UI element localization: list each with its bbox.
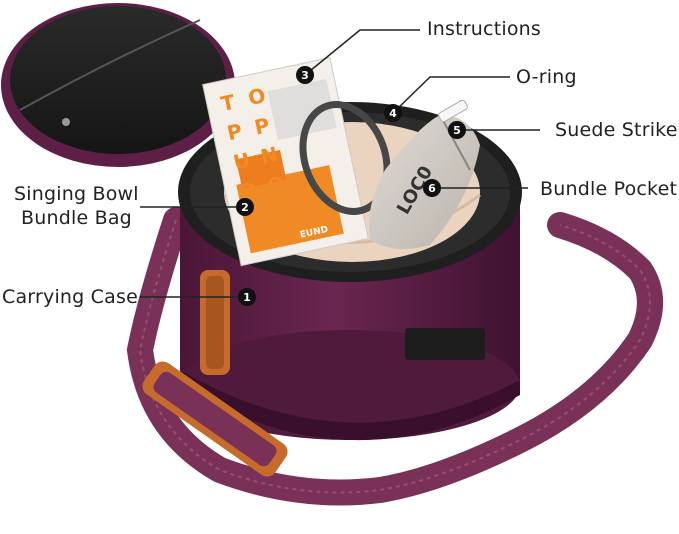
front-handle[interactable]: [139, 358, 292, 481]
label-bundle-pocket: Bundle Pocket: [540, 178, 678, 200]
svg-text:4: 4: [389, 107, 397, 120]
booklet-letter: U: [231, 148, 252, 175]
callout-lines: [140, 29, 540, 298]
booklet-letter: P: [225, 119, 244, 146]
o-ring: [299, 101, 391, 215]
case-lid: [1, 3, 235, 167]
callout-marker-3: 3: [296, 66, 314, 84]
label-singing-bowl-bundle-bag: Singing Bowl Bundle Bag: [14, 182, 139, 230]
carrying-strap[interactable]: [126, 207, 663, 506]
callout-marker-6: 6: [423, 179, 441, 197]
booklet-letter: O: [265, 171, 287, 198]
svg-text:5: 5: [453, 124, 461, 137]
suede-striker: [438, 99, 468, 123]
callout-markers: 1 2 3 4 5 6: [236, 66, 466, 306]
booklet-letter: N: [259, 142, 280, 169]
zipper-pull-icon[interactable]: [62, 118, 70, 126]
label-carrying-case: Carrying Case: [2, 286, 138, 308]
svg-text:2: 2: [241, 201, 249, 214]
booklet-letter: D: [237, 177, 258, 204]
callout-marker-5: 5: [448, 121, 466, 139]
label-line-1: Singing Bowl: [14, 183, 139, 205]
booklet-letter: T: [219, 90, 238, 116]
svg-text:6: 6: [428, 182, 436, 195]
callout-marker-4: 4: [384, 104, 402, 122]
velcro-patch: [405, 328, 485, 360]
label-suede-striker: Suede Striker: [555, 119, 679, 141]
label-line-2: Bundle Bag: [21, 207, 132, 229]
label-instructions: Instructions: [427, 18, 541, 40]
svg-text:3: 3: [301, 69, 309, 82]
callout-marker-2: 2: [236, 198, 254, 216]
lid-zipper-seam: [19, 19, 201, 111]
booklet-letter: O: [246, 83, 268, 110]
label-o-ring: O-ring: [516, 66, 577, 88]
booklet-letter: P: [252, 113, 271, 140]
bundle-pocket: LOC0: [369, 114, 480, 249]
callout-marker-1: 1: [238, 288, 256, 306]
svg-text:1: 1: [243, 291, 251, 304]
